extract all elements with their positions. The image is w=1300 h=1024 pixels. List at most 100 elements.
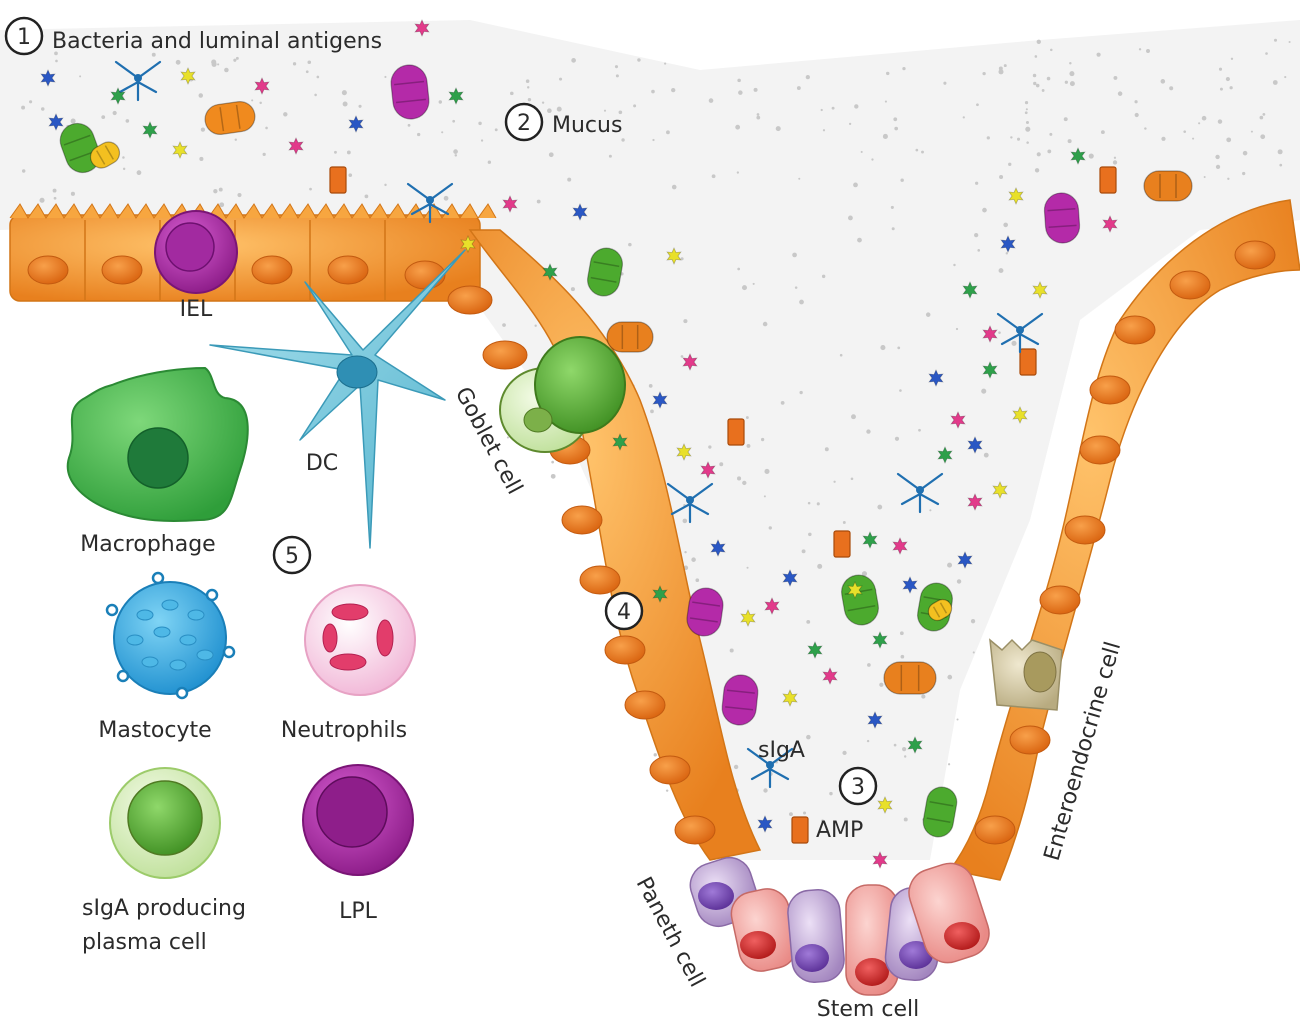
neutrophil-cell (304, 584, 416, 696)
amp-particle (833, 530, 851, 558)
siga-antibody (896, 472, 944, 514)
stem-cell (730, 888, 798, 972)
label-mastocyte: Mastocyte (98, 718, 211, 743)
antigen (782, 689, 798, 707)
antigen (666, 247, 682, 265)
antigen (142, 121, 158, 139)
step-marker-5: 5 (272, 535, 312, 575)
antigen (907, 736, 923, 754)
antigen (892, 537, 908, 555)
antigen (288, 137, 304, 155)
step-marker-4: 4 (604, 591, 644, 631)
amp-particle (727, 418, 745, 446)
step-number: 3 (851, 775, 865, 800)
step-number: 1 (17, 25, 31, 50)
lpl-cell (302, 764, 414, 876)
antigen (782, 569, 798, 587)
stem-cell (845, 884, 899, 996)
antigen (40, 69, 56, 87)
antigen (957, 551, 973, 569)
antigen (700, 461, 716, 479)
label-stem: Stem cell (817, 997, 919, 1022)
siga-antibody (996, 312, 1044, 354)
antigen (652, 391, 668, 409)
antigen (48, 113, 64, 131)
antigen (1012, 406, 1028, 424)
bacterium (1143, 170, 1193, 202)
antigen (110, 87, 126, 105)
step-marker-1: 1 (4, 16, 44, 56)
antigen (902, 576, 918, 594)
antigen (872, 851, 888, 869)
antigen (414, 19, 430, 37)
siga-antibody (114, 60, 162, 102)
antigen (807, 641, 823, 659)
siga-antibody (406, 182, 454, 224)
antigen (992, 481, 1008, 499)
antigen (172, 141, 188, 159)
label-iel: IEL (180, 297, 213, 322)
bacterium (204, 101, 256, 135)
plasma-cell (109, 767, 221, 879)
antigen (764, 597, 780, 615)
bacterium (89, 141, 121, 169)
antigen (254, 77, 270, 95)
antigen (1008, 187, 1024, 205)
bacterium (883, 661, 937, 695)
label-siga: sIgA (758, 738, 805, 763)
amp-particle (1019, 348, 1037, 376)
amp-particle (1099, 166, 1117, 194)
label-neutrophils: Neutrophils (281, 718, 407, 743)
antigen (652, 585, 668, 603)
antigen (862, 531, 878, 549)
amp-particle (791, 816, 809, 844)
step-number: 4 (617, 600, 631, 625)
label-lpl: LPL (339, 899, 378, 924)
antigen (847, 581, 863, 599)
antigen (967, 436, 983, 454)
antigen (682, 353, 698, 371)
step-number: 2 (517, 111, 531, 136)
label-mucus: Mucus (552, 113, 622, 138)
bacterium (922, 786, 958, 838)
siga-antibody (746, 747, 794, 789)
antigen (502, 195, 518, 213)
label-plasma-line1: sIgA producing (82, 896, 246, 921)
antigen (962, 281, 978, 299)
stem-cell (908, 862, 990, 964)
enteroendocrine-cell (989, 638, 1063, 711)
antigen (877, 796, 893, 814)
antigen-group (40, 19, 1118, 869)
antigen (572, 203, 588, 221)
antigen (740, 609, 756, 627)
step-marker-2: 2 (504, 102, 544, 142)
villus-epithelium-left (9, 203, 497, 302)
antigen (612, 433, 628, 451)
antigen (867, 711, 883, 729)
antigen (1032, 281, 1048, 299)
antigen (1000, 235, 1016, 253)
bacterium (390, 64, 430, 120)
bacterium (686, 587, 724, 637)
antigen (348, 115, 364, 133)
label-dc: DC (306, 451, 338, 476)
dendritic-cell (209, 249, 466, 549)
label-amp: AMP (816, 818, 863, 843)
antigen (676, 443, 692, 461)
antigen (757, 815, 773, 833)
step-marker-3: 3 (838, 766, 878, 806)
antigen (180, 67, 196, 85)
bacterium (1043, 192, 1081, 244)
siga-antibody-group (114, 60, 1044, 789)
goblet-cell (499, 336, 626, 453)
antigen (928, 369, 944, 387)
antigen (1070, 147, 1086, 165)
bacterium (606, 321, 654, 353)
macrophage-cell (66, 366, 249, 522)
label-plasma-line2: plasma cell (82, 930, 207, 955)
antigen (710, 539, 726, 557)
antigen (822, 667, 838, 685)
amp-particle (329, 166, 347, 194)
bacterium (721, 674, 759, 726)
